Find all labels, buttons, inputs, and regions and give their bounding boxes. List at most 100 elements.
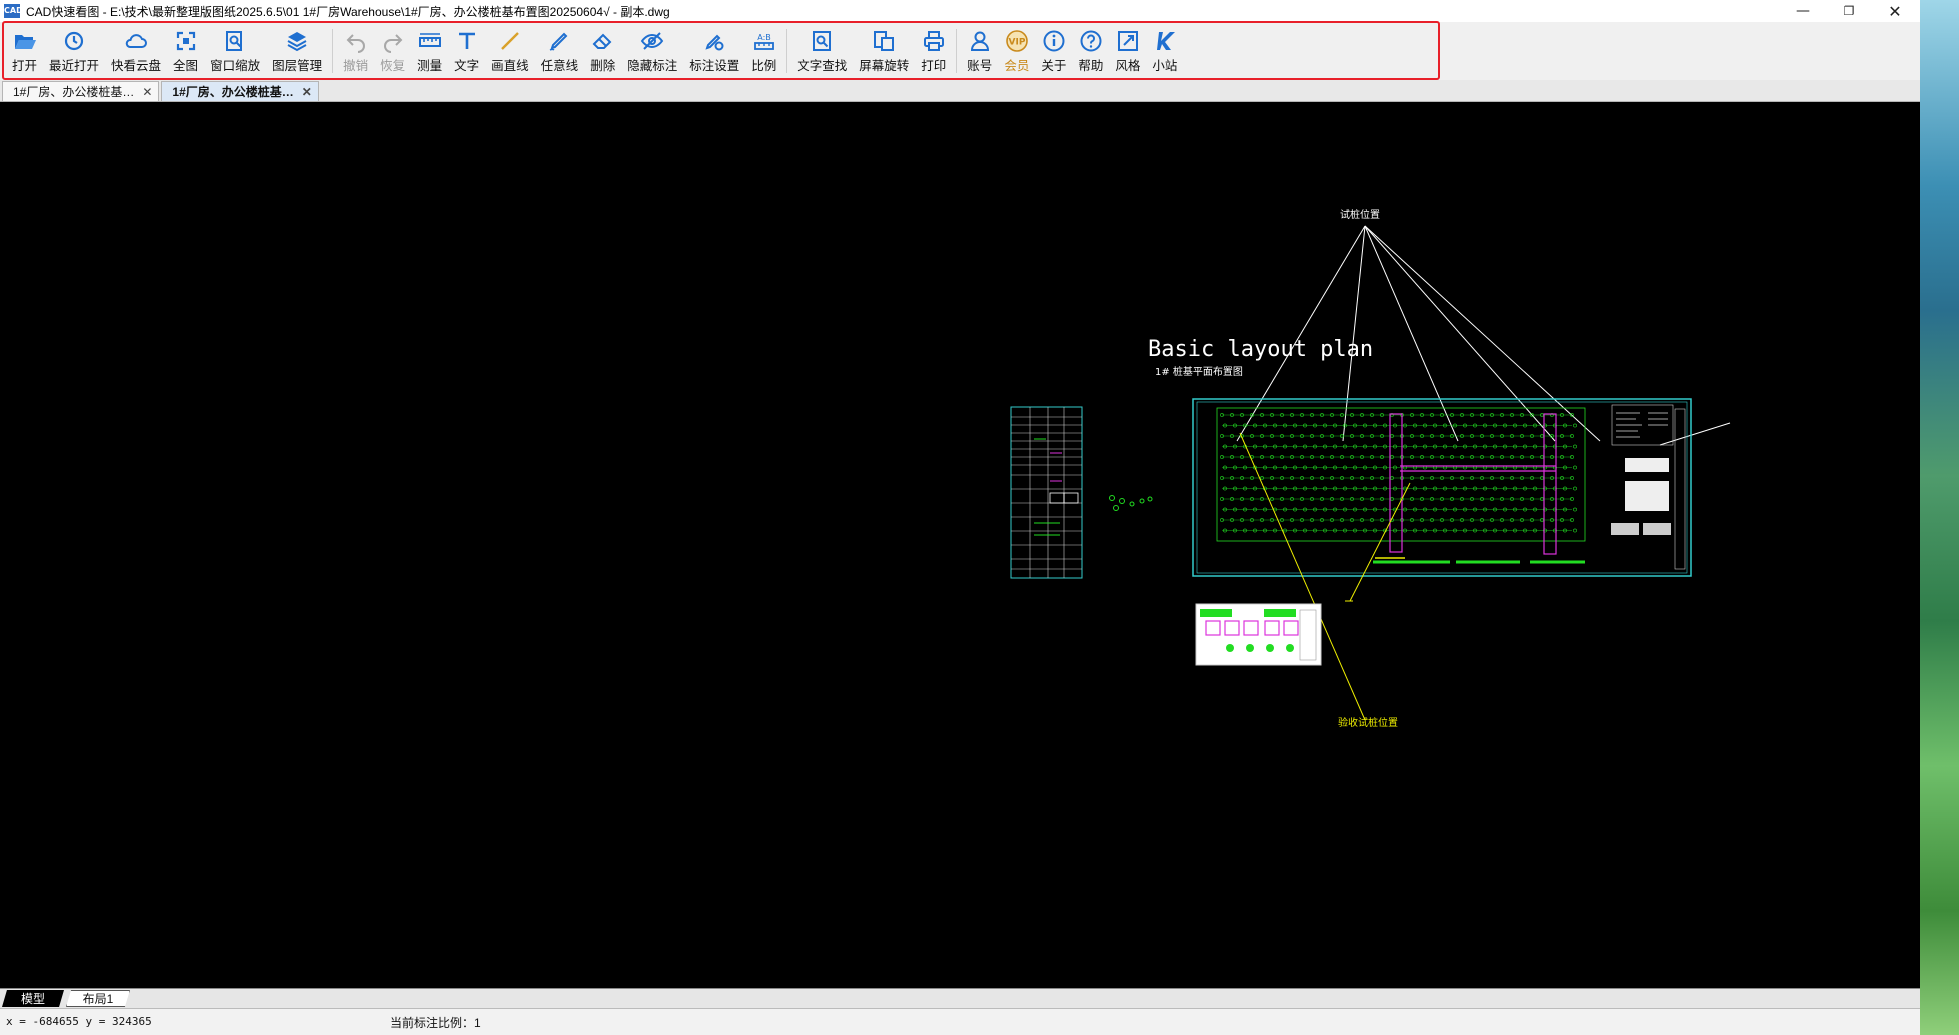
layout1-tab[interactable]: 布局1 <box>66 990 130 1007</box>
print-button[interactable]: 打印 <box>915 26 952 76</box>
top-label: 试桩位置 <box>1340 208 1380 221</box>
pile-marker <box>1240 413 1244 417</box>
pile-marker <box>1403 528 1407 533</box>
style-button[interactable]: 风格 <box>1109 26 1146 76</box>
pile-marker <box>1223 423 1227 428</box>
vip-label: 会员 <box>1004 58 1030 73</box>
freehand-line-button[interactable]: 任意线 <box>535 26 585 76</box>
rotate-screen-label: 屏幕旋转 <box>859 58 910 73</box>
pile-marker <box>1250 434 1254 438</box>
pile-marker <box>1343 486 1347 491</box>
rotate-screen-button[interactable]: 屏幕旋转 <box>853 26 915 76</box>
pile-marker <box>1263 507 1267 512</box>
station-button[interactable]: 小站 <box>1146 26 1183 76</box>
pile-marker <box>1350 497 1354 501</box>
draw-line-button[interactable]: 画直线 <box>485 26 535 76</box>
pile-marker <box>1270 413 1274 417</box>
hide-annotation-label: 隐藏标注 <box>627 58 678 73</box>
pile-marker <box>1333 444 1337 449</box>
help-button[interactable]: 帮助 <box>1072 26 1109 76</box>
pile-marker <box>1373 423 1377 428</box>
fit-all-label: 全图 <box>173 58 199 73</box>
pile-marker <box>1460 413 1464 417</box>
pile-marker <box>1233 528 1237 533</box>
pile-marker <box>1413 507 1417 512</box>
pile-marker <box>1383 444 1387 449</box>
pile-marker <box>1463 444 1467 449</box>
pile-marker <box>1320 476 1324 480</box>
pile-marker <box>1290 518 1294 522</box>
pile-marker <box>1450 518 1454 522</box>
pile-marker <box>1263 465 1267 470</box>
pile-marker <box>1460 455 1464 459</box>
open-button[interactable]: 打开 <box>6 26 43 76</box>
pile-marker <box>1280 434 1284 438</box>
scale-button[interactable]: A:B 比例 <box>745 26 782 76</box>
pile-marker <box>1443 507 1447 512</box>
window-zoom-button[interactable]: 窗口缩放 <box>204 26 266 76</box>
model-tab[interactable]: 模型 <box>2 990 64 1007</box>
main-plan-sheet <box>1192 398 1692 577</box>
pile-marker <box>1520 413 1524 417</box>
drawing-canvas[interactable]: 试桩位置 Basic layout plan 1# 桩基平面布置图 <box>0 103 1920 988</box>
pile-marker <box>1340 434 1344 438</box>
pile-marker <box>1393 465 1397 470</box>
pile-marker <box>1370 476 1374 480</box>
document-tab[interactable]: 1#厂房、办公楼桩基… ✕ <box>2 81 160 101</box>
close-button[interactable]: ✕ <box>1888 1 1902 21</box>
pile-marker <box>1410 413 1414 417</box>
pile-marker <box>1503 528 1507 533</box>
pile-marker <box>1573 528 1577 533</box>
document-tab-active[interactable]: 1#厂房、办公楼桩基… ✕ <box>161 81 319 101</box>
drawing-title-cn: 1# 桩基平面布置图 <box>1155 365 1243 378</box>
account-button[interactable]: 账号 <box>961 26 998 76</box>
toolbar-separator <box>956 29 958 73</box>
pile-marker <box>1440 518 1444 522</box>
draw-line-label: 画直线 <box>491 58 529 73</box>
pile-marker <box>1433 486 1437 491</box>
pile-marker <box>1283 507 1287 512</box>
pile-marker <box>1480 413 1484 417</box>
pile-marker <box>1230 455 1234 459</box>
pile-marker <box>1393 423 1397 428</box>
vip-button[interactable]: VIP 会员 <box>998 26 1035 76</box>
text-search-button[interactable]: 文字查找 <box>791 26 853 76</box>
pile-grid <box>1220 413 1577 533</box>
pile-marker <box>1423 528 1427 533</box>
redo-button[interactable]: 恢复 <box>374 26 411 76</box>
pile-marker <box>1330 476 1334 480</box>
hide-annotation-button[interactable]: 隐藏标注 <box>621 26 683 76</box>
pile-marker <box>1420 413 1424 417</box>
pile-marker <box>1550 476 1554 480</box>
layer-manager-button[interactable]: 图层管理 <box>266 26 328 76</box>
minimize-button[interactable]: — <box>1796 3 1810 19</box>
text-button[interactable]: 文字 <box>448 26 485 76</box>
pile-marker <box>1353 444 1357 449</box>
close-tab-icon[interactable]: ✕ <box>301 84 312 99</box>
pile-marker <box>1500 476 1504 480</box>
pile-marker <box>1493 486 1497 491</box>
pile-marker <box>1303 528 1307 533</box>
measure-button[interactable]: 测量 <box>411 26 448 76</box>
undo-button[interactable]: 撤销 <box>337 26 374 76</box>
delete-button[interactable]: 删除 <box>584 26 621 76</box>
pile-marker <box>1570 518 1574 522</box>
pile-marker <box>1340 455 1344 459</box>
pile-marker <box>1483 486 1487 491</box>
pile-marker <box>1500 518 1504 522</box>
recent-open-button[interactable]: 最近打开 <box>43 26 105 76</box>
status-bar: x = -684655 y = 324365 当前标注比例：1 <box>0 1008 1920 1035</box>
fit-all-button[interactable]: 全图 <box>167 26 204 76</box>
about-button[interactable]: 关于 <box>1035 26 1072 76</box>
pile-marker <box>1363 528 1367 533</box>
pile-marker <box>1223 444 1227 449</box>
close-tab-icon[interactable]: ✕ <box>142 84 153 99</box>
annotation-settings-button[interactable]: 标注设置 <box>683 26 745 76</box>
cloud-drive-button[interactable]: 快看云盘 <box>105 26 167 76</box>
pile-marker <box>1360 455 1364 459</box>
pile-marker <box>1430 518 1434 522</box>
restore-button[interactable]: ❐ <box>1843 4 1855 18</box>
pile-marker <box>1520 455 1524 459</box>
pile-marker <box>1280 476 1284 480</box>
pile-marker <box>1270 497 1274 501</box>
